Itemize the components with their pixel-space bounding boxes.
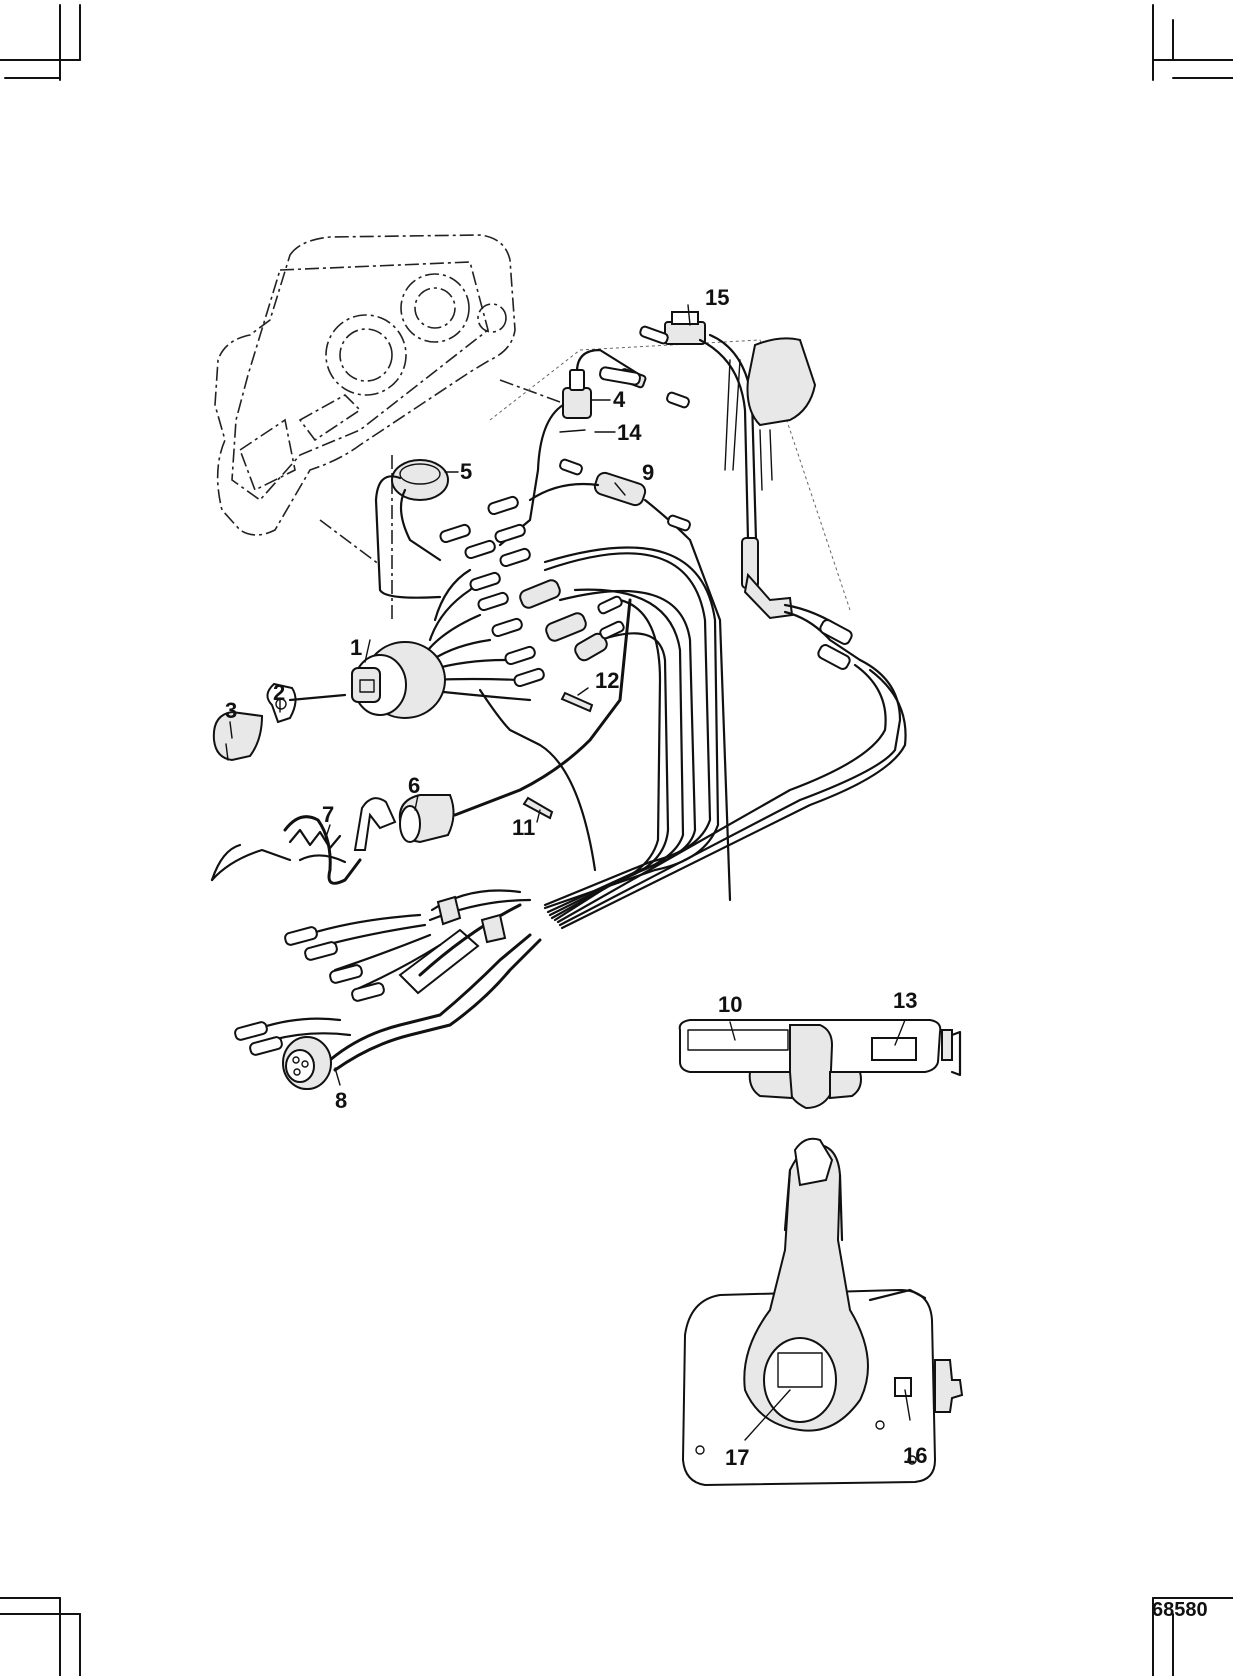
callout-3: 3: [225, 698, 237, 723]
main-harness: [234, 889, 542, 1090]
lanyard-cord: [210, 797, 397, 885]
leader-lines: [229, 304, 911, 1441]
horn: [374, 459, 449, 599]
control-top-view: [678, 1019, 962, 1110]
callout-13: 13: [893, 988, 917, 1013]
callout-12: 12: [595, 668, 619, 693]
crop-marks: [0, 4, 1233, 1676]
callout-1: 1: [350, 635, 362, 660]
neutral-switch-harness: [639, 311, 862, 670]
callout-labels: 1 2 3 4 5 6 7 8 9 10 11 12 13 14 15 16 1…: [225, 285, 927, 1470]
control-housing: [214, 234, 561, 620]
callout-10: 10: [718, 992, 742, 1017]
callout-9: 9: [642, 460, 654, 485]
callout-15: 15: [705, 285, 729, 310]
ignition-switch: [351, 641, 446, 719]
callout-7: 7: [322, 802, 334, 827]
key: [266, 682, 347, 724]
cable-tie-12: [560, 691, 594, 713]
callout-4: 4: [613, 387, 626, 412]
callout-11: 11: [512, 815, 535, 840]
lanyard-stop-switch: [398, 598, 632, 872]
cable-tie-11: [522, 796, 554, 820]
bullet-connectors: [439, 366, 641, 688]
callout-8: 8: [335, 1088, 347, 1113]
callout-2: 2: [273, 680, 285, 705]
callout-17: 17: [725, 1445, 749, 1470]
callout-5: 5: [460, 459, 472, 484]
key-cover: [212, 710, 264, 762]
callout-14: 14: [617, 420, 642, 445]
callout-16: 16: [903, 1443, 927, 1468]
drawing-code: 68580: [1152, 1599, 1208, 1621]
callout-6: 6: [408, 773, 420, 798]
wire-bundle: [543, 546, 907, 930]
control-side-view: [681, 1137, 964, 1487]
